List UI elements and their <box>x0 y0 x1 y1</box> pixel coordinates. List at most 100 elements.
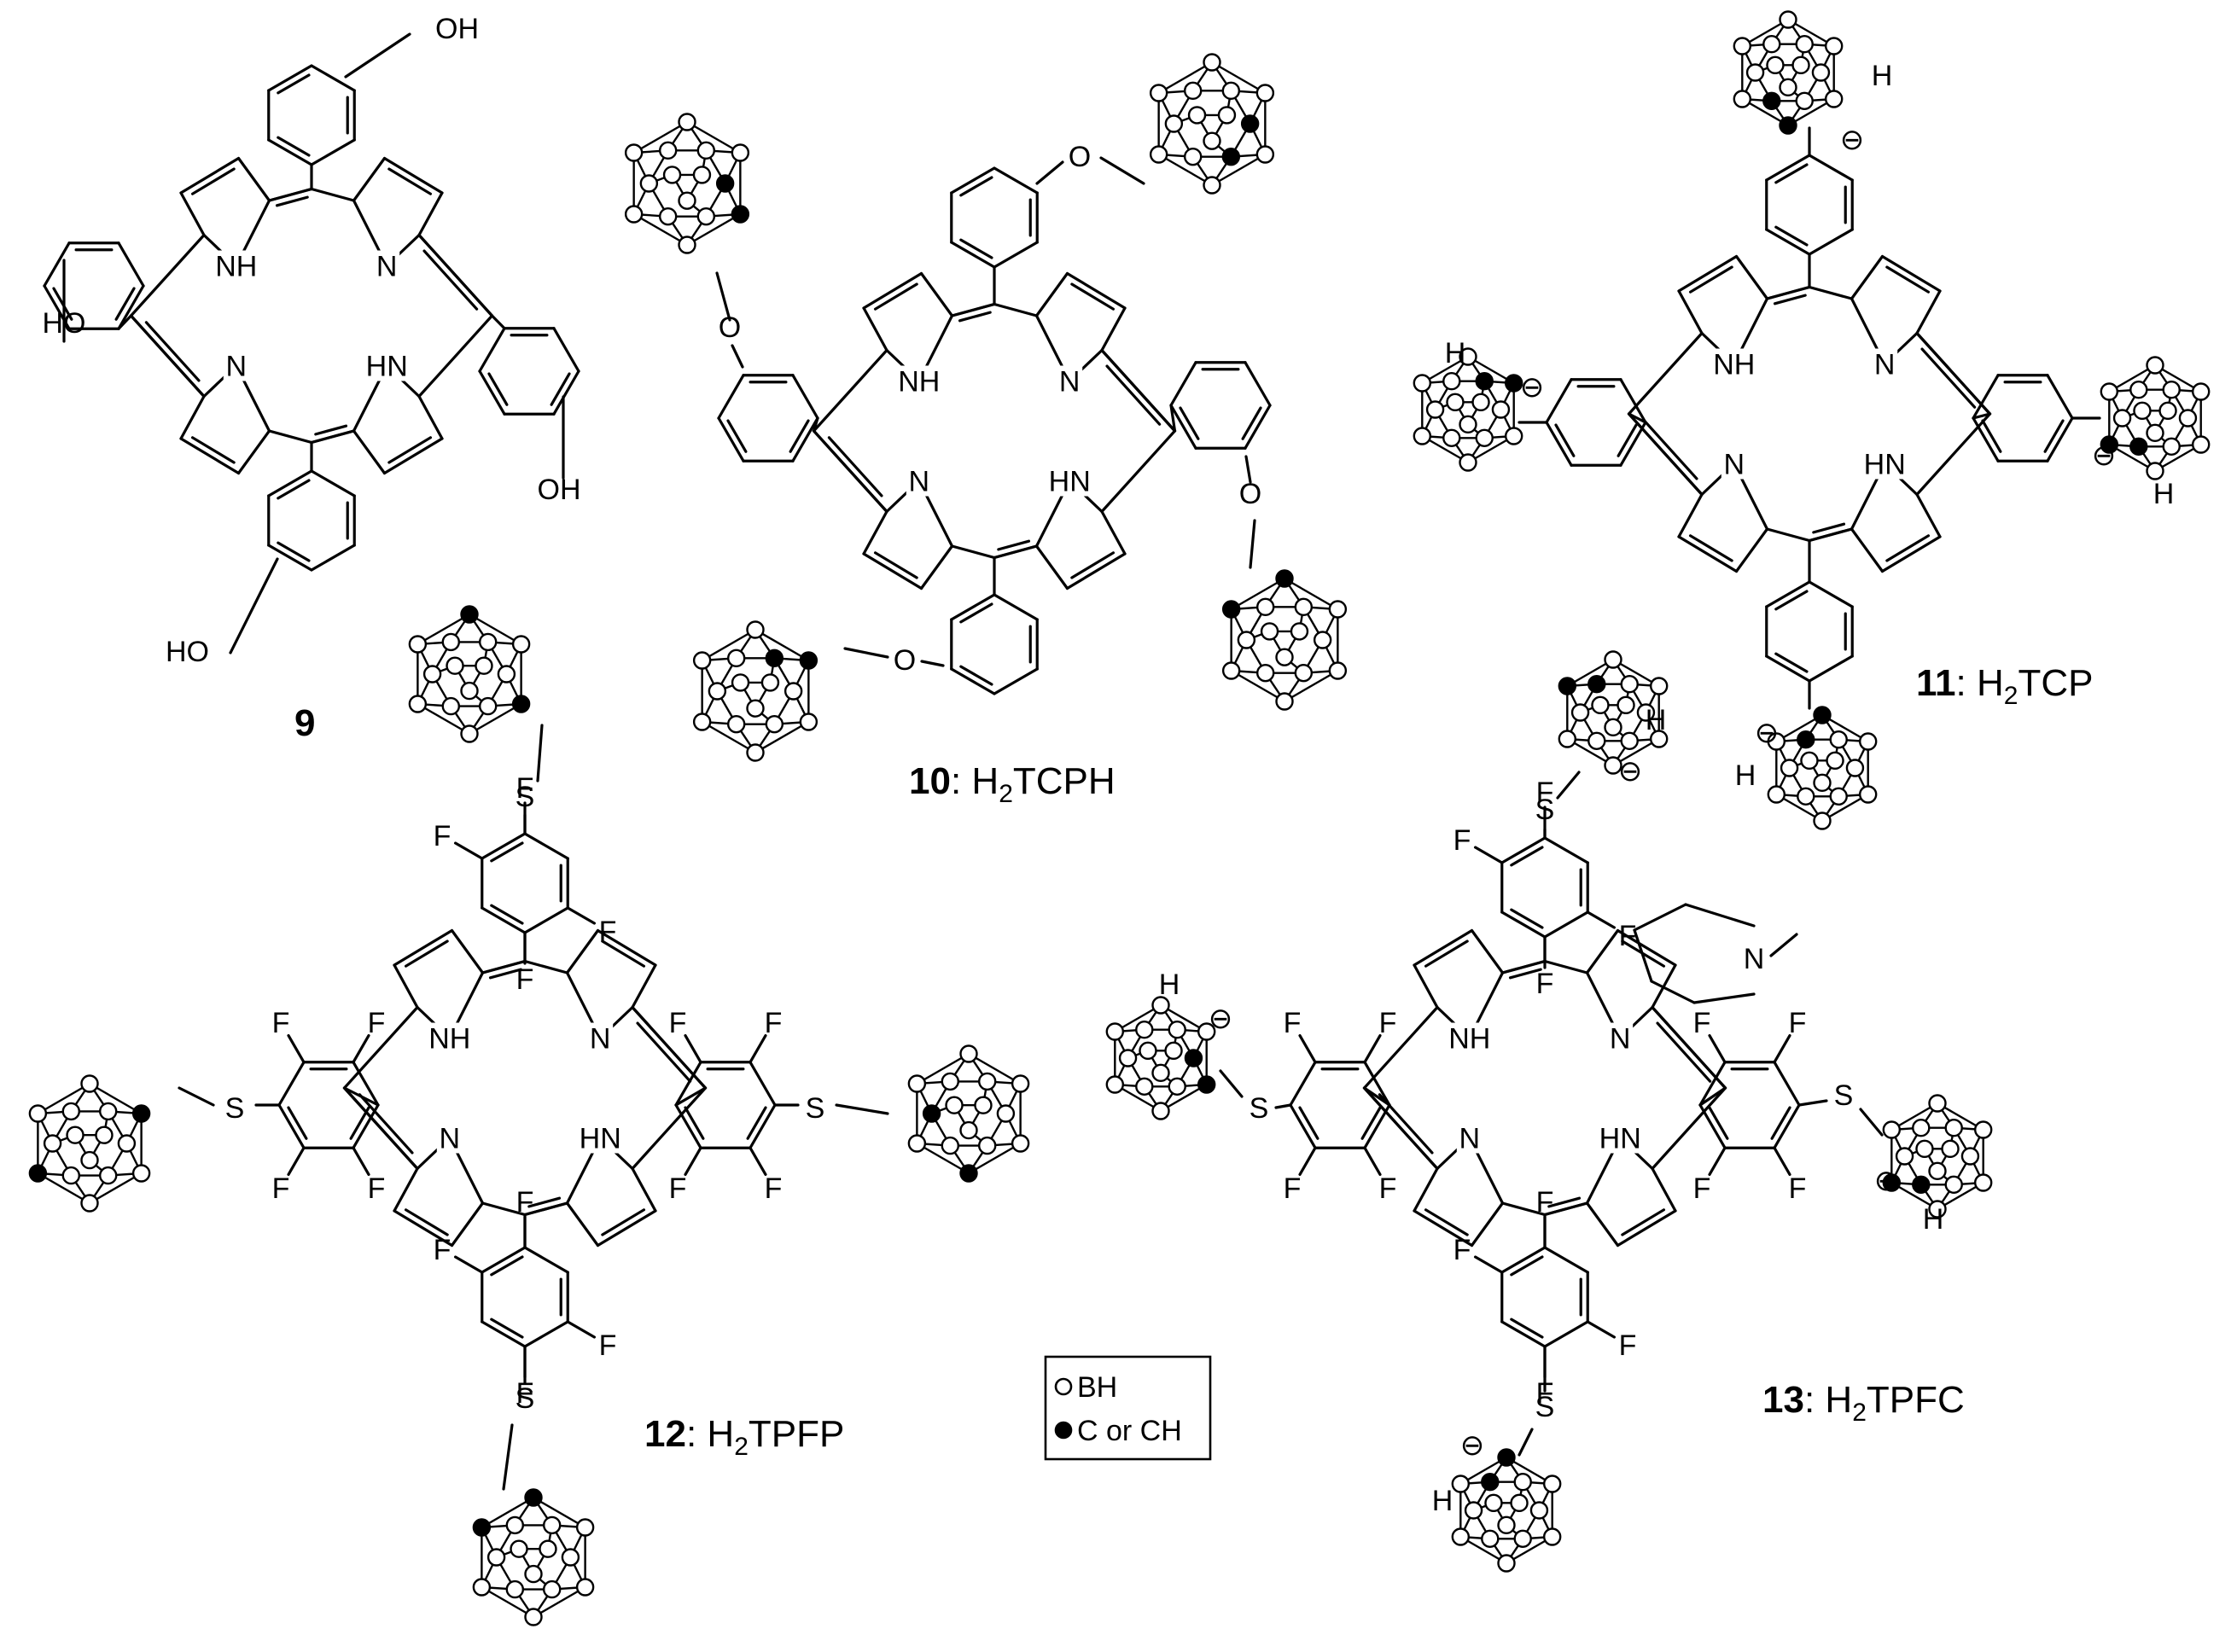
bond <box>1510 1255 1544 1277</box>
boron-vertex-icon <box>1944 1175 1963 1194</box>
boron-vertex-icon <box>977 1072 997 1091</box>
carbon-vertex-icon <box>1912 1175 1931 1194</box>
boron-vertex-icon <box>1912 1119 1931 1137</box>
bond <box>310 429 356 445</box>
boron-vertex-icon <box>1928 1094 1947 1113</box>
bond <box>236 429 271 475</box>
label-mask <box>1045 465 1095 497</box>
bond <box>1650 980 1696 1004</box>
bond <box>566 1320 597 1339</box>
boron-vertex-icon <box>1733 37 1752 55</box>
boron-vertex-icon <box>1203 53 1221 72</box>
bond <box>993 544 1039 560</box>
label-mask <box>436 1122 463 1154</box>
bond <box>1642 419 1698 480</box>
bond <box>552 369 580 416</box>
boron-vertex-icon <box>1491 400 1511 419</box>
carbon-vertex-icon <box>1587 675 1606 694</box>
boron-vertex-icon <box>561 1548 580 1567</box>
bond <box>277 479 311 500</box>
fluorine-label: F <box>516 963 534 996</box>
bond <box>342 1086 419 1171</box>
bond <box>1510 1318 1544 1339</box>
boron-vertex-icon <box>1221 661 1241 680</box>
cage-edge <box>1284 669 1338 703</box>
spacer <box>382 347 392 349</box>
bond <box>144 321 201 382</box>
bond <box>1915 331 1992 416</box>
bond <box>950 593 996 621</box>
boron-vertex-icon <box>1882 1120 1902 1139</box>
fluorine-label: F <box>368 1172 386 1205</box>
carbon-vertex-icon <box>1813 706 1832 724</box>
bond <box>310 187 356 202</box>
bond <box>1547 1196 1582 1208</box>
label-mask <box>424 1022 475 1054</box>
bond <box>179 191 206 237</box>
pyrrole-nitrogen-label: HN <box>1864 449 1906 481</box>
bond <box>1510 846 1544 867</box>
spacer <box>1729 445 1739 447</box>
bond <box>352 429 387 475</box>
sulfur-label: S <box>806 1092 825 1125</box>
fluorine-label: F <box>1536 1186 1554 1219</box>
boron-hydride-marker-icon <box>1054 1377 1073 1396</box>
carbon-vertex-icon <box>1221 600 1241 619</box>
hydroxyl-label: HO <box>166 636 209 668</box>
cage-edge <box>417 613 470 646</box>
bond <box>1244 404 1272 450</box>
bond <box>1808 285 1854 300</box>
bond <box>267 429 313 445</box>
boron-vertex-icon <box>2162 437 2181 456</box>
bond <box>565 1201 600 1248</box>
boron-vertex-icon <box>624 205 644 224</box>
fluorine-label: F <box>1619 920 1637 952</box>
bond <box>997 539 1031 551</box>
boron-vertex-icon <box>974 1096 993 1114</box>
boron-vertex-icon <box>2100 382 2119 401</box>
bond <box>179 394 206 440</box>
boron-vertex-icon <box>28 1104 48 1123</box>
bond <box>277 541 311 562</box>
boron-vertex-icon <box>2178 409 2198 428</box>
cage-edge <box>469 613 522 646</box>
bond <box>791 416 819 462</box>
boron-vertex-icon <box>1413 427 1432 445</box>
bond <box>481 906 527 934</box>
bond <box>417 314 494 398</box>
carborane-cage-icon <box>1413 347 1523 472</box>
boron-vertex-icon <box>746 743 765 762</box>
bond <box>566 906 597 925</box>
boron-vertex-icon <box>726 649 746 668</box>
label-mask <box>211 250 261 282</box>
boron-vertex-icon <box>1255 597 1275 617</box>
boron-vertex-icon <box>1151 996 1170 1015</box>
boron-vertex-icon <box>977 1136 997 1155</box>
boron-vertex-icon <box>131 1164 151 1183</box>
spacer <box>445 1120 455 1121</box>
spacer <box>595 1020 605 1021</box>
boron-vertex-icon <box>1294 597 1314 617</box>
negative-charge-label: ⊖ <box>1520 371 1545 404</box>
boron-vertex-icon <box>98 1166 118 1185</box>
bond <box>481 1320 527 1348</box>
label-mask <box>575 1122 626 1154</box>
compound-11-label: 11: H2TCP <box>1916 662 2093 710</box>
carbon-vertex-icon <box>1762 91 1781 110</box>
boron-vertex-icon <box>1481 1529 1500 1548</box>
pyrrole-nitrogen-label: N <box>909 466 930 498</box>
bond <box>812 348 888 433</box>
fluorine-label: F <box>1536 1377 1554 1410</box>
fluorine-label: F <box>765 1007 783 1039</box>
fluorine-label: F <box>669 1172 687 1205</box>
cage-edge <box>754 628 809 662</box>
bond <box>873 551 918 579</box>
boron-vertex-icon <box>1484 1493 1503 1513</box>
sulfur-label: S <box>516 1382 535 1415</box>
negative-charge-label: ⊖ <box>2092 439 2117 472</box>
boron-vertex-icon <box>446 656 464 675</box>
bond <box>487 372 509 406</box>
bond <box>536 724 544 782</box>
cage-edge <box>686 212 741 247</box>
